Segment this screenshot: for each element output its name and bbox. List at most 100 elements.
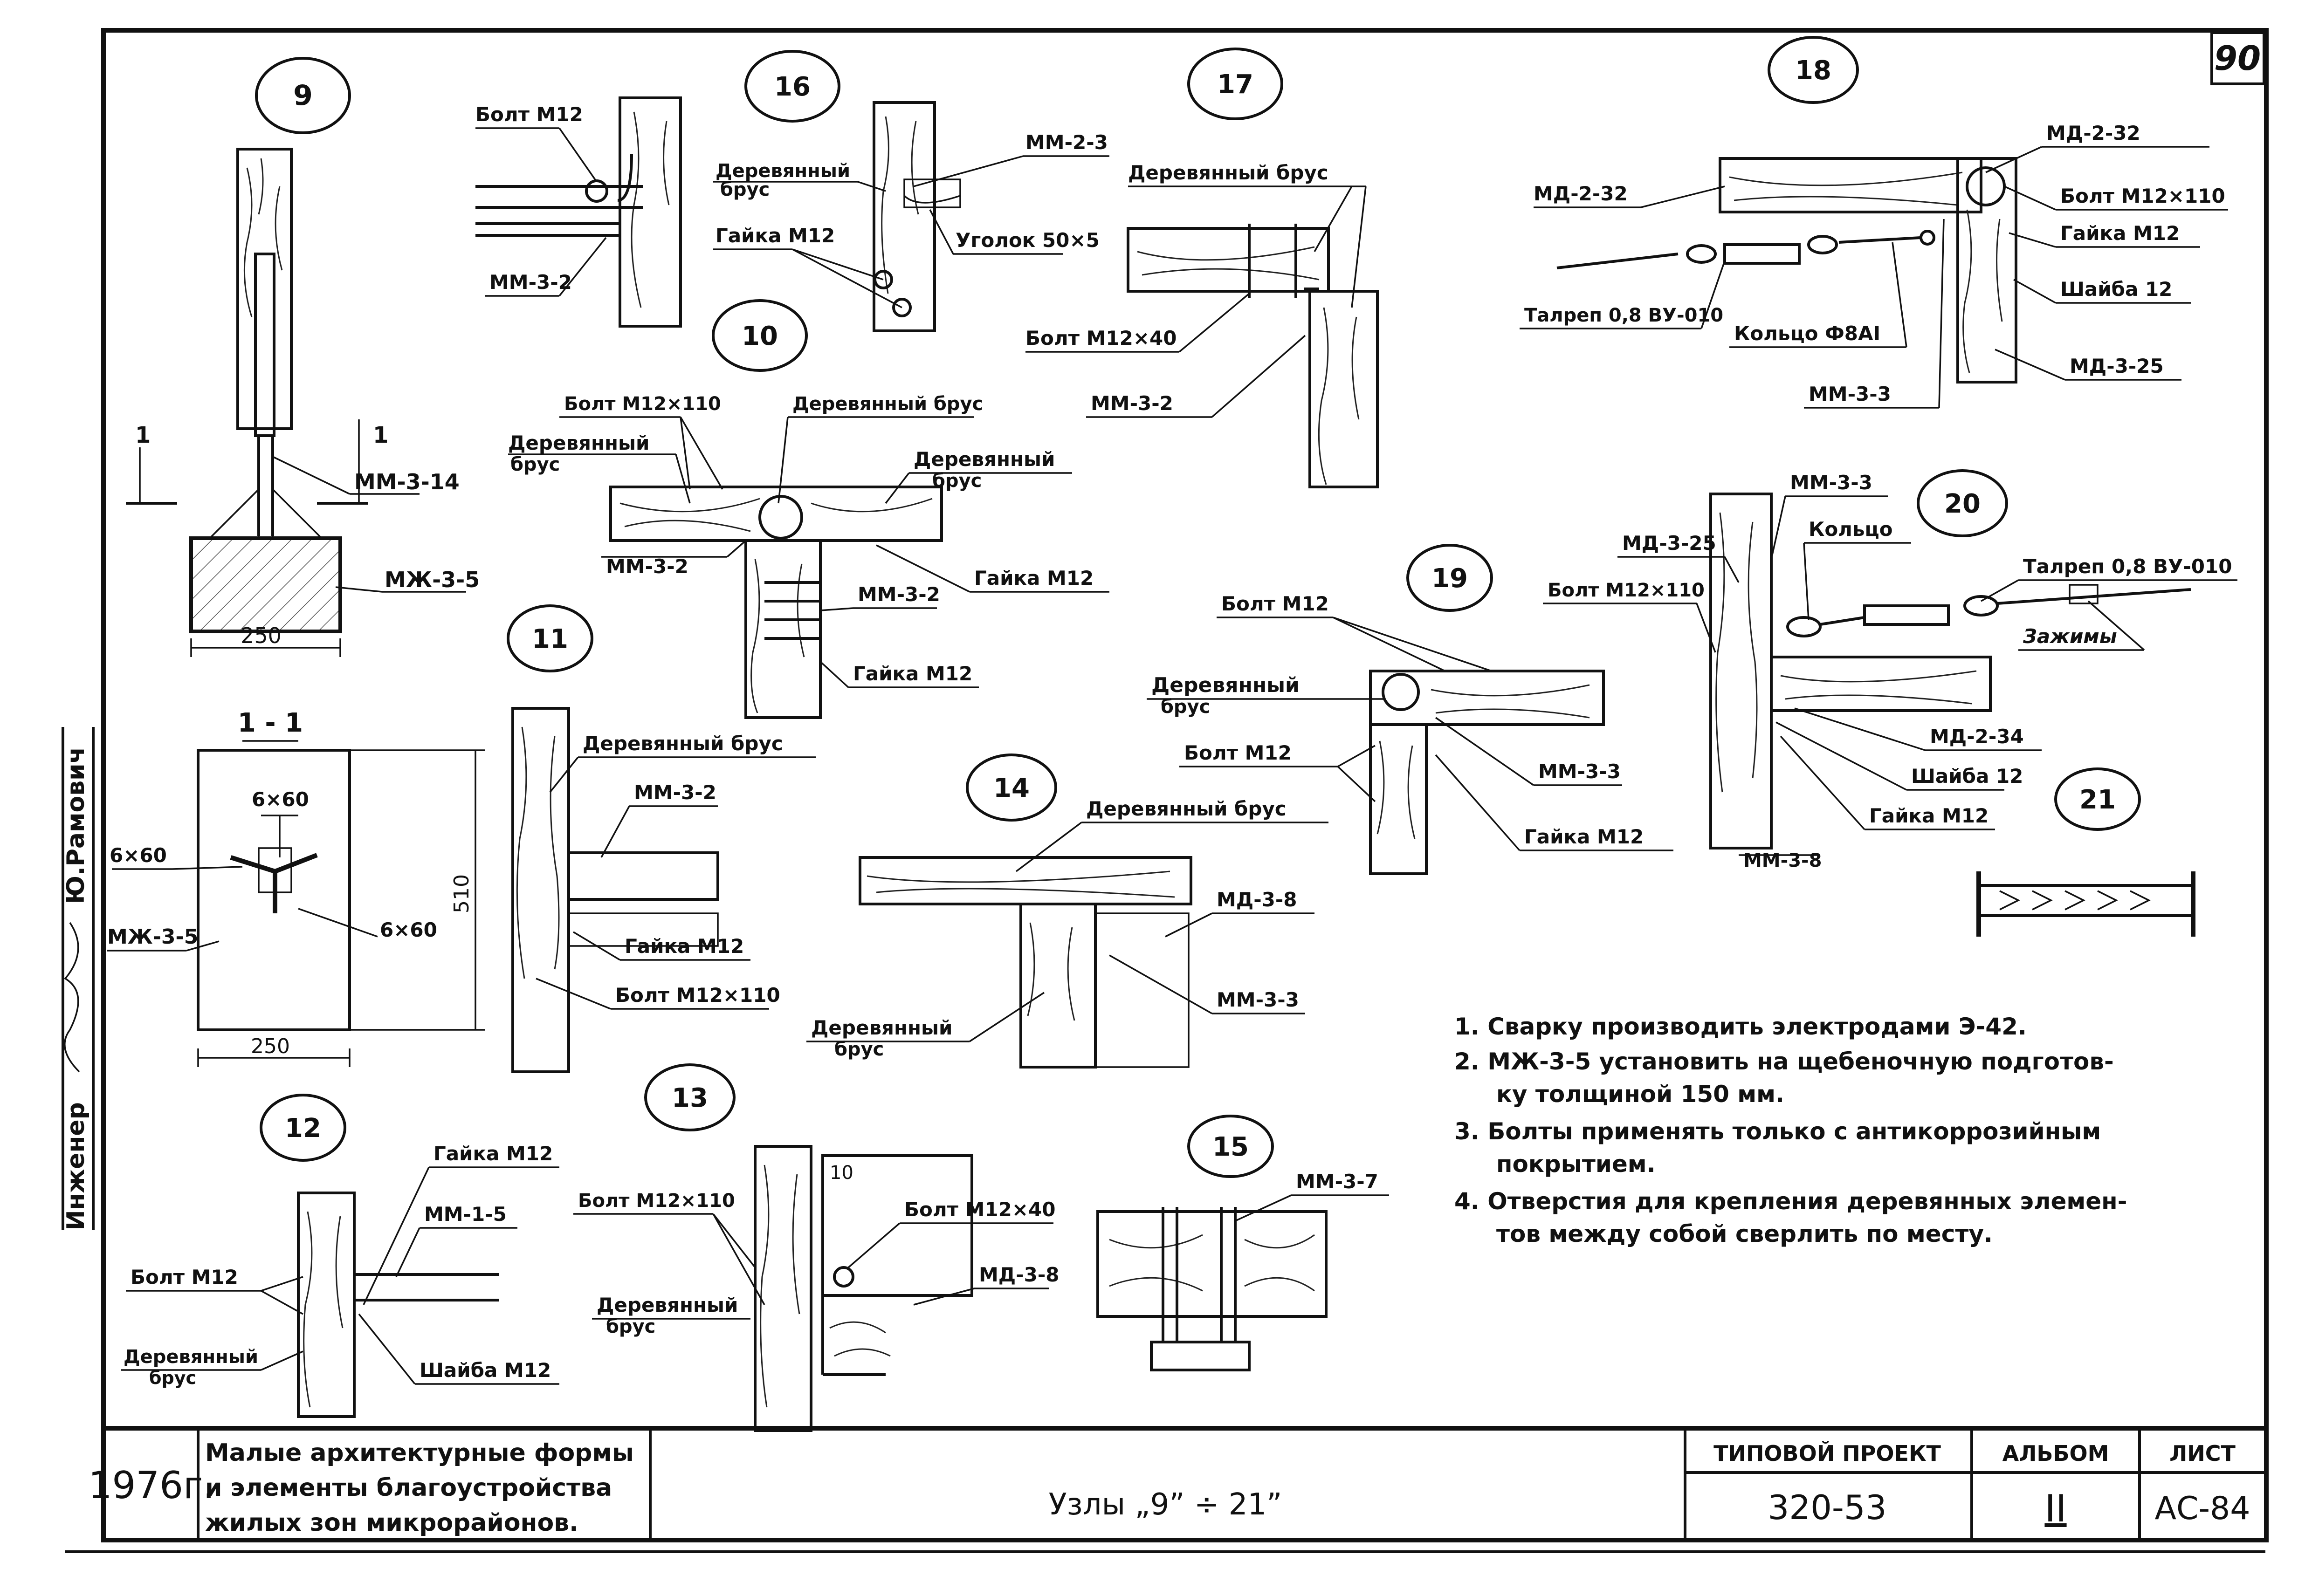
node-20-label-talrep: Талреп 0,8 ВУ-010	[2023, 555, 2232, 578]
section-label-6x60-left: 6×60	[110, 844, 167, 867]
section-mark-left: 1	[135, 422, 151, 448]
node-9-post	[236, 148, 293, 430]
node-20: 20 ММ-3-3 МД-3-25 Кольцо Талреп 0,8 ВУ-0…	[1543, 469, 2237, 871]
node-9-circle	[255, 57, 351, 134]
node-18-label-washer: Шайба 12	[2060, 278, 2172, 301]
title-year: 1976г.	[88, 1464, 214, 1507]
node-21-number: 21	[2079, 785, 2116, 815]
note-4: 4. Отверстия для крепления деревянных эл…	[1454, 1188, 2127, 1215]
node-12-label-mm15: ММ-1-5	[424, 1203, 507, 1226]
node-9-concrete-block	[189, 536, 342, 633]
node-10-label-brus-top: Деревянный брус	[792, 393, 983, 415]
node-19-label-brus: Деревянный	[1151, 673, 1300, 697]
node-16-number: 16	[774, 72, 811, 102]
section-plate	[197, 749, 351, 1031]
node-18-label-mm33: ММ-3-3	[1809, 383, 1891, 405]
node-10-label-bolt: Болт М12×110	[564, 393, 721, 415]
node-17-label-bolt: Болт М12×40	[1025, 327, 1177, 349]
node-20-label-clamp: Зажимы	[2023, 625, 2117, 648]
node-20-label-nut: Гайка М12	[1869, 804, 1989, 827]
node-14: 14 Деревянный брус МД-3-8 ММ-3-3 Деревян…	[806, 753, 1328, 1069]
node-11: 11 Деревянный брус ММ-3-2 Гайка М12 Болт…	[507, 604, 816, 1073]
node-18: 18 МД-2-32 МД-2-32 Болт М12×110 Гайка М1…	[1520, 36, 2228, 409]
node-20-label-bolt: Болт М12×110	[1548, 580, 1705, 601]
node-11-label-bolt: Болт М12×110	[615, 984, 780, 1007]
node-13: 13 Болт М12×110 10 Болт М12×40 МД-3-8 Де…	[573, 1063, 1060, 1432]
node-19-number: 19	[1431, 563, 1468, 594]
node-20-label-mm38: ММ-3-8	[1743, 850, 1822, 871]
node-19-label-mm33: ММ-3-3	[1538, 760, 1621, 783]
node-18-label-talrep: Талреп 0,8 ВУ-010	[1524, 305, 1723, 326]
node-14-label-mm33: ММ-3-3	[1217, 988, 1299, 1011]
node-18-label-md232-left: МД-2-32	[1534, 182, 1628, 205]
node-15-label-mm37: ММ-3-7	[1296, 1170, 1378, 1193]
node-10-label-nut-b: Гайка М12	[853, 662, 972, 685]
node-12-label-nut: Гайка М12	[434, 1142, 553, 1165]
node-14-label-brus-bottom: Деревянный	[811, 1016, 952, 1039]
node-10-label-brus-right: Деревянный	[914, 448, 1055, 471]
node-12-label-brus2: брус	[149, 1368, 196, 1388]
node-12: 12 Гайка М12 ММ-1-5 Болт М12 Деревянный …	[121, 1094, 559, 1418]
node-20-label-md325: МД-3-25	[1622, 532, 1716, 555]
node-10-label-mm32-a: ММ-3-2	[606, 555, 688, 578]
title-sheet-name: Узлы „9” ÷ 21”	[1049, 1487, 1282, 1522]
node-12-number: 12	[285, 1113, 321, 1144]
title-desc-3: жилых зон микрорайонов.	[205, 1509, 578, 1537]
section-1-1-title: 1 - 1	[238, 708, 303, 738]
node-13-label-md38: МД-3-8	[979, 1263, 1060, 1286]
title-sheet-label: ЛИСТ	[2169, 1441, 2236, 1466]
stamp-signature	[64, 922, 80, 1073]
node-11-label-brus: Деревянный брус	[583, 732, 783, 755]
notes-block: 1. Сварку производить электродами Э-42. …	[1454, 1013, 2127, 1247]
note-3: 3. Болты применять только с антикоррозий…	[1454, 1118, 2101, 1145]
node-17: 17 Деревянный брус Болт М12×40 ММ-3-2	[1025, 48, 1379, 488]
node-18-number: 18	[1795, 55, 1831, 86]
note-2: 2. МЖ-3-5 установить на щебеночную подго…	[1454, 1048, 2114, 1075]
title-desc-1: Малые архитектурные формы	[205, 1439, 634, 1467]
node-9-label-mzh35: МЖ-3-5	[385, 567, 480, 592]
node-21: 21	[1976, 767, 2195, 937]
node-19: 19 Болт М12 Деревянный брус Болт М12 ММ-…	[1147, 544, 1673, 875]
node-11-label-mm32: ММ-3-2	[634, 781, 716, 804]
title-project-label: ТИПОВОЙ ПРОЕКТ	[1713, 1441, 1941, 1466]
title-album-value: II	[2044, 1487, 2066, 1530]
node-18-label-ring: Кольцо Ф8АI	[1734, 322, 1880, 345]
node-10-label-brus-left2: брус	[510, 454, 560, 475]
node-19-label-nut: Гайка М12	[1524, 825, 1644, 848]
node-14-label-brus: Деревянный брус	[1086, 797, 1287, 820]
node-16-label-bolt: Болт М12	[475, 103, 583, 126]
node-15: 15 ММ-3-7	[1096, 1115, 1389, 1371]
note-1: 1. Сварку производить электродами Э-42.	[1454, 1013, 2027, 1040]
title-desc-2: и элементы благоустройства	[205, 1474, 612, 1502]
node-13-label-brus: Деревянный	[597, 1294, 738, 1316]
stamp-name: Ю.Рамович	[62, 747, 90, 904]
node-16: 16 Болт М12 ММ-3-2 Деревянный брус ММ-2-…	[475, 50, 1109, 332]
node-12-label-bolt: Болт М12	[131, 1266, 238, 1288]
title-project-value: 320-53	[1768, 1488, 1886, 1527]
node-15-number: 15	[1212, 1132, 1249, 1162]
section-label-6x60-right: 6×60	[380, 918, 437, 941]
node-9-label-mm314: ММ-3-14	[354, 469, 460, 494]
node-19-label-bolt2: Болт М12	[1184, 741, 1292, 764]
node-11-number: 11	[532, 624, 568, 654]
node-20-number: 20	[1944, 489, 1981, 519]
node-17-label-brus: Деревянный брус	[1128, 161, 1328, 184]
node-10-number: 10	[742, 321, 778, 351]
node-19-label-bolt: Болт М12	[1221, 592, 1329, 615]
node-20-label-washer: Шайба 12	[1911, 765, 2023, 788]
node-18-label-md232-right: МД-2-32	[2046, 122, 2140, 144]
node-13-number: 13	[672, 1083, 708, 1113]
node-12-label-washer: Шайба М12	[420, 1359, 551, 1382]
node-20-label-md234: МД-2-34	[1930, 725, 2024, 748]
node-18-label-bolt: Болт М12×110	[2060, 185, 2225, 207]
node-17-number: 17	[1217, 69, 1253, 100]
node-16-label-mm32: ММ-3-2	[489, 271, 572, 294]
node-9: 9 1 1 ММ-3-14 МЖ-3-5 250	[126, 57, 480, 657]
note-4b: тов между собой сверлить по месту.	[1496, 1220, 1993, 1247]
sheet-frame: 90	[65, 28, 2269, 1553]
node-10: 10 Болт М12×110 Деревянный брус Деревянн…	[508, 299, 1109, 719]
corner-sheet-number: 90	[2214, 39, 2261, 78]
node-9-dim-250: 250	[241, 623, 282, 648]
title-block: 1976г. Малые архитектурные формы и элеме…	[88, 1426, 2266, 1540]
